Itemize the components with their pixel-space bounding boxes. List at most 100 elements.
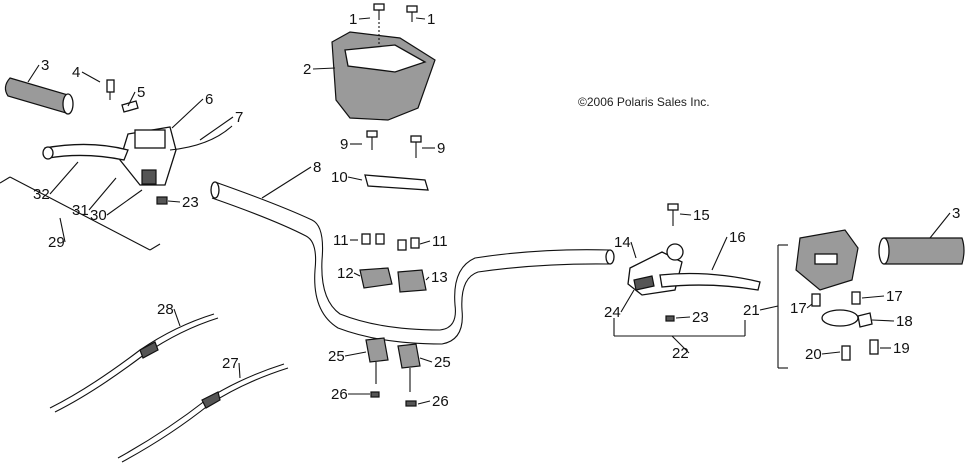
lower-clamp-right [397, 343, 421, 392]
leader-line-23 [675, 316, 691, 319]
leader-line-23 [167, 200, 181, 203]
callout-28: 28 [157, 301, 174, 318]
callout-30: 30 [90, 207, 107, 224]
throttle-part-24 [633, 275, 655, 291]
callout-10: 10 [331, 169, 348, 186]
callout-2: 2 [303, 61, 311, 78]
leader-line-18 [871, 319, 895, 322]
leader-line-2 [312, 67, 336, 70]
leader-line-8 [261, 166, 312, 199]
callout-15: 15 [693, 207, 710, 224]
clamp-screw-11-left [361, 233, 385, 245]
callout-17: 17 [790, 300, 807, 317]
callout-27: 27 [222, 355, 239, 372]
screw-9-right [410, 135, 422, 158]
cable-27 [117, 363, 289, 463]
callout-3: 3 [41, 57, 49, 74]
leader-line-22 [671, 335, 690, 354]
leader-line-31 [88, 177, 117, 211]
brake-line [169, 125, 233, 151]
leader-line-12 [353, 272, 361, 277]
master-cylinder-screw [106, 79, 115, 100]
callout-17: 17 [886, 288, 903, 305]
leader-line-21 [759, 305, 779, 311]
leader-line-1 [415, 17, 426, 20]
cover-screw-1b [406, 5, 418, 22]
bracket-29-leader [0, 176, 161, 251]
brake-lever [42, 143, 129, 161]
bracket-21-leader [777, 244, 788, 369]
callout-9: 9 [340, 136, 348, 153]
callout-25: 25 [434, 354, 451, 371]
callout-4: 4 [72, 64, 80, 81]
clamp-screw-11-right [397, 237, 420, 251]
cover-bracket [364, 174, 429, 191]
callout-31: 31 [72, 202, 89, 219]
leader-line-20 [821, 351, 841, 355]
switch-housing [795, 229, 859, 327]
leader-line-30 [106, 189, 143, 216]
leader-line-17 [861, 295, 885, 299]
callout-8: 8 [313, 159, 321, 176]
callout-12: 12 [337, 265, 354, 282]
callout-19: 19 [893, 340, 910, 357]
callout-18: 18 [896, 313, 913, 330]
nut-26-right [405, 400, 417, 407]
leader-line-5 [127, 91, 136, 107]
callout-21: 21 [743, 302, 760, 319]
leader-line-25 [419, 357, 433, 363]
callout-7: 7 [235, 109, 243, 126]
leader-line-13 [425, 276, 430, 281]
leader-line-7 [199, 116, 234, 141]
left-grip [4, 77, 74, 115]
switch-screw-19 [869, 339, 879, 355]
leader-line-25 [344, 351, 367, 357]
right-grip [878, 237, 965, 265]
brake-master-cylinder [119, 126, 177, 186]
leader-line-4 [81, 71, 101, 83]
leader-line-6 [171, 98, 204, 129]
callout-11: 11 [333, 232, 349, 249]
cover-screw-1a [373, 3, 385, 20]
callout-11: 11 [432, 233, 448, 250]
bracket-22-leader [613, 318, 746, 337]
leader-line-17 [806, 303, 813, 309]
lower-clamp-left [365, 337, 389, 384]
leader-line-16 [711, 236, 728, 271]
leader-line-28 [173, 308, 181, 327]
throttle-screw-15 [667, 203, 679, 226]
callout-25: 25 [328, 348, 345, 365]
switch-screw-17a [811, 293, 821, 307]
leader-line-10 [347, 176, 363, 181]
leader-line-26 [417, 400, 431, 405]
switch-screw-17b [851, 291, 861, 305]
copyright-text: ©2006 Polaris Sales Inc. [578, 95, 710, 109]
nut-26-left [370, 391, 380, 398]
leader-line-27 [238, 362, 241, 379]
callout-14: 14 [614, 234, 631, 251]
throttle-lever [659, 272, 761, 291]
leader-line-15 [679, 213, 692, 216]
screw-9-left [366, 130, 378, 150]
handlebar [210, 181, 615, 345]
brake-pin [121, 100, 139, 113]
callout-26: 26 [331, 386, 348, 403]
leader-line-3 [27, 64, 40, 83]
leader-line-11 [419, 240, 431, 245]
callout-23: 23 [692, 309, 709, 326]
callout-5: 5 [137, 84, 145, 101]
cable-28 [49, 313, 219, 413]
upper-clamp-12 [359, 267, 393, 289]
switch-clip-18 [857, 312, 873, 328]
callout-6: 6 [205, 91, 213, 108]
leader-line-3 [929, 212, 951, 239]
callout-32: 32 [33, 186, 50, 203]
switch-screw-20 [841, 345, 851, 361]
leader-line-29 [59, 217, 66, 243]
callout-23: 23 [182, 194, 199, 211]
callout-16: 16 [729, 229, 746, 246]
callout-22: 22 [672, 345, 689, 362]
callout-1: 1 [427, 11, 435, 28]
